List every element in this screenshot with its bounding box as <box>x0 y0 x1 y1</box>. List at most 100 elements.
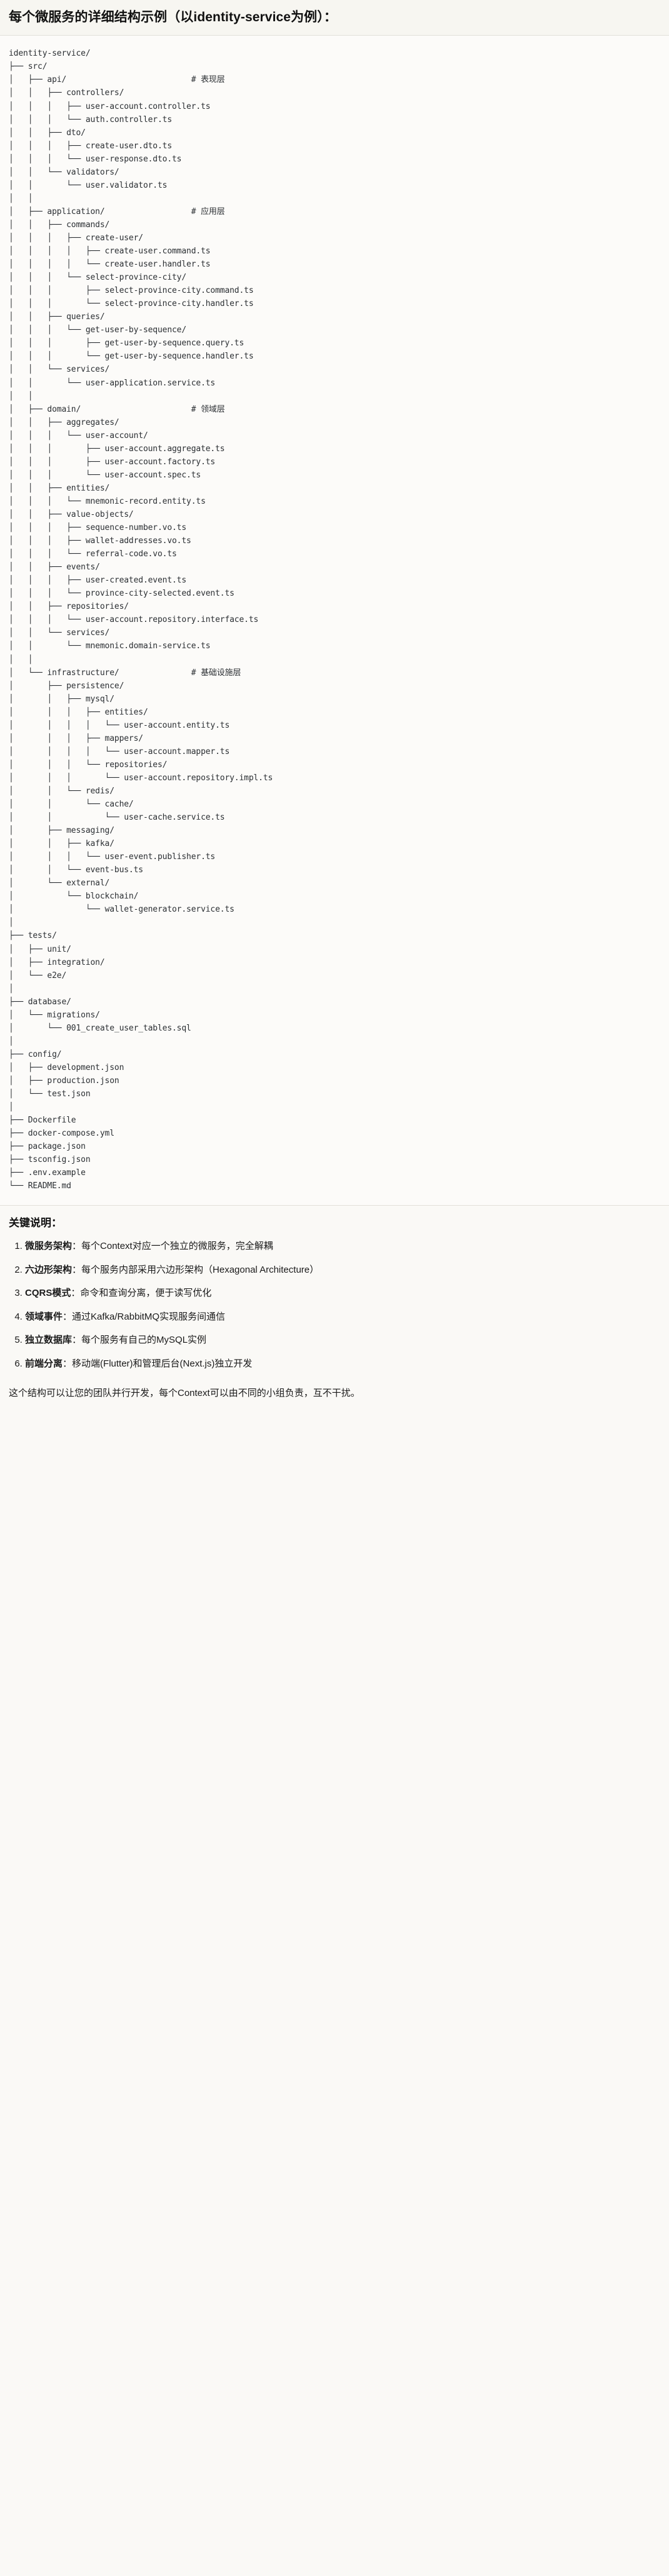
tree-line: │ │ │ ├── create-user/ <box>9 233 143 243</box>
tree-line: │ │ │ └── get-user-by-sequence/ <box>9 325 187 335</box>
tree-line: ├── tsconfig.json <box>9 1155 91 1165</box>
tree-line: │ ├── development.json <box>9 1062 124 1072</box>
key-point-description: 命令和查询分离，便于读写优化 <box>80 1288 212 1299</box>
tree-line: │ │ │ └── referral-code.vo.ts <box>9 549 177 559</box>
tree-line: │ │ │ └── get-user-by-sequence.handler.t… <box>9 352 254 362</box>
tree-line: │ │ ├── aggregates/ <box>9 417 119 427</box>
tree-line-path: │ ├── application/ <box>9 206 191 216</box>
tree-line: └── README.md <box>9 1181 71 1191</box>
tree-line: │ │ │ │ └── create-user.handler.ts <box>9 260 211 270</box>
tree-line: │ │ ├── repositories/ <box>9 602 129 612</box>
tree-line: │ │ │ └── select-province-city.handler.t… <box>9 299 254 309</box>
key-points-list: 微服务架构：每个Context对应一个独立的微服务，完全解耦六边形架构：每个服务… <box>9 1240 660 1371</box>
tree-line: │ │ │ └── province-city-selected.event.t… <box>9 589 234 599</box>
tree-line: │ │ │ ├── wallet-addresses.vo.ts <box>9 536 191 546</box>
tree-line: │ │ │ ├── user-created.event.ts <box>9 576 187 586</box>
tree-line: │ └── external/ <box>9 878 110 888</box>
key-point-term: 前端分离 <box>25 1358 63 1369</box>
key-point-separator: ： <box>72 1335 82 1346</box>
tree-line: │ │ └── services/ <box>9 365 110 375</box>
tree-line: │ │ │ ├── user-account.controller.ts <box>9 101 211 111</box>
directory-tree: identity-service/ ├── src/ │ ├── api/ # … <box>9 47 660 1193</box>
key-point-term: CQRS模式 <box>25 1288 71 1299</box>
tree-line: │ │ ├── mysql/ <box>9 694 114 704</box>
tree-line: │ └── migrations/ <box>9 1010 100 1020</box>
tree-line: │ │ └── user.validator.ts <box>9 180 168 190</box>
tree-line: ├── docker-compose.yml <box>9 1129 114 1139</box>
tree-line: │ │ └── validators/ <box>9 167 119 177</box>
tree-line: │ └── e2e/ <box>9 970 67 980</box>
tree-line: │ │ └── services/ <box>9 628 110 638</box>
tree-line: │ │ │ │ └── user-account.entity.ts <box>9 720 230 730</box>
tree-line: │ │ │ ├── entities/ <box>9 707 148 717</box>
tree-line: ├── database/ <box>9 997 71 1007</box>
tree-line: │ └── 001_create_user_tables.sql <box>9 1023 191 1033</box>
tree-line: │ │ └── cache/ <box>9 800 134 810</box>
tree-line: ├── Dockerfile <box>9 1116 76 1126</box>
tree-line: │ │ ├── value-objects/ <box>9 509 134 519</box>
tree-line: │ ├── persistence/ <box>9 681 124 691</box>
tree-line: ├── .env.example <box>9 1168 86 1178</box>
tree-line: ├── tests/ <box>9 931 57 941</box>
tree-line: │ │ │ ├── get-user-by-sequence.query.ts <box>9 339 244 349</box>
tree-line: │ │ ├── controllers/ <box>9 88 124 98</box>
closing-paragraph: 这个结构可以让您的团队并行开发，每个Context可以由不同的小组负责，互不干扰… <box>9 1388 360 1399</box>
key-point-term: 领域事件 <box>25 1311 63 1322</box>
key-point-description: 移动端(Flutter)和管理后台(Next.js)独立开发 <box>72 1358 253 1369</box>
tree-line: │ │ └── redis/ <box>9 786 114 796</box>
key-point-item: 六边形架构：每个服务内部采用六边形架构（Hexagonal Architectu… <box>25 1263 660 1278</box>
tree-line: │ │ └── user-cache.service.ts <box>9 813 225 823</box>
tree-line: │ │ <box>9 654 33 664</box>
key-point-separator: ： <box>63 1358 73 1369</box>
tree-line: │ │ ├── dto/ <box>9 128 86 138</box>
tree-line: │ │ │ │ └── user-account.mapper.ts <box>9 746 230 756</box>
tree-line: │ │ │ └── repositories/ <box>9 760 168 770</box>
tree-line: │ ├── production.json <box>9 1076 119 1086</box>
tree-line: │ │ ├── entities/ <box>9 483 110 493</box>
tree-line: │ │ │ ├── sequence-number.vo.ts <box>9 523 187 533</box>
key-point-item: 独立数据库：每个服务有自己的MySQL实例 <box>25 1333 660 1348</box>
tree-line: │ │ <box>9 391 33 401</box>
key-point-separator: ： <box>72 1264 82 1275</box>
key-point-description: 每个Context对应一个独立的微服务，完全解耦 <box>81 1241 273 1252</box>
tree-line: │ │ │ └── user-account.repository.interf… <box>9 615 259 625</box>
tree-line-path: │ └── infrastructure/ <box>9 668 191 678</box>
tree-line: │ ├── unit/ <box>9 944 71 954</box>
document-page: 每个微服务的详细结构示例（以identity-service为例）： ident… <box>0 0 669 1412</box>
tree-line-comment: # 表现层 <box>191 75 225 85</box>
tree-line: │ │ │ └── select-province-city/ <box>9 273 187 283</box>
tree-line: │ └── infrastructure/ # 基础设施层 <box>9 668 241 678</box>
key-point-item: CQRS模式：命令和查询分离，便于读写优化 <box>25 1286 660 1301</box>
tree-line: │ │ │ └── user-account.repository.impl.t… <box>9 773 273 783</box>
tree-line: │ │ │ └── mnemonic-record.entity.ts <box>9 496 206 506</box>
tree-line: │ │ ├── commands/ <box>9 220 110 230</box>
tree-line: │ │ │ └── user-event.publisher.ts <box>9 852 216 862</box>
key-point-term: 微服务架构 <box>25 1241 73 1252</box>
tree-line: │ └── blockchain/ <box>9 892 139 902</box>
tree-line-comment: # 领域层 <box>191 404 225 414</box>
key-point-term: 六边形架构 <box>25 1264 73 1275</box>
tree-line: │ │ ├── queries/ <box>9 312 105 322</box>
key-point-separator: ： <box>63 1311 73 1322</box>
tree-line: │ │ └── user-application.service.ts <box>9 378 216 388</box>
tree-line-comment: # 应用层 <box>191 206 225 216</box>
tree-line-comment: # 基础设施层 <box>191 668 241 678</box>
tree-line: │ │ ├── kafka/ <box>9 839 114 849</box>
tree-line: │ ├── api/ # 表现层 <box>9 75 225 84</box>
tree-line: ├── config/ <box>9 1049 62 1059</box>
tree-line: │ ├── integration/ <box>9 957 105 967</box>
key-point-description: 通过Kafka/RabbitMQ实现服务间通信 <box>72 1311 226 1322</box>
tree-line: │ <box>9 1102 14 1112</box>
title-divider <box>0 35 669 36</box>
tree-line: │ ├── domain/ # 领域层 <box>9 405 225 414</box>
tree-line: ├── package.json <box>9 1142 86 1152</box>
key-point-term: 独立数据库 <box>25 1335 73 1346</box>
tree-line: │ │ ├── events/ <box>9 563 100 573</box>
tree-line: │ │ │ ├── create-user.dto.ts <box>9 141 173 151</box>
tree-line: │ │ │ └── user-account/ <box>9 430 148 440</box>
tree-line: │ <box>9 984 14 994</box>
directory-tree-block: identity-service/ ├── src/ │ ├── api/ # … <box>0 36 669 1206</box>
key-point-description: 每个服务有自己的MySQL实例 <box>81 1335 207 1346</box>
tree-line: │ │ │ │ ├── create-user.command.ts <box>9 247 211 257</box>
tree-line: │ │ │ └── auth.controller.ts <box>9 115 173 125</box>
